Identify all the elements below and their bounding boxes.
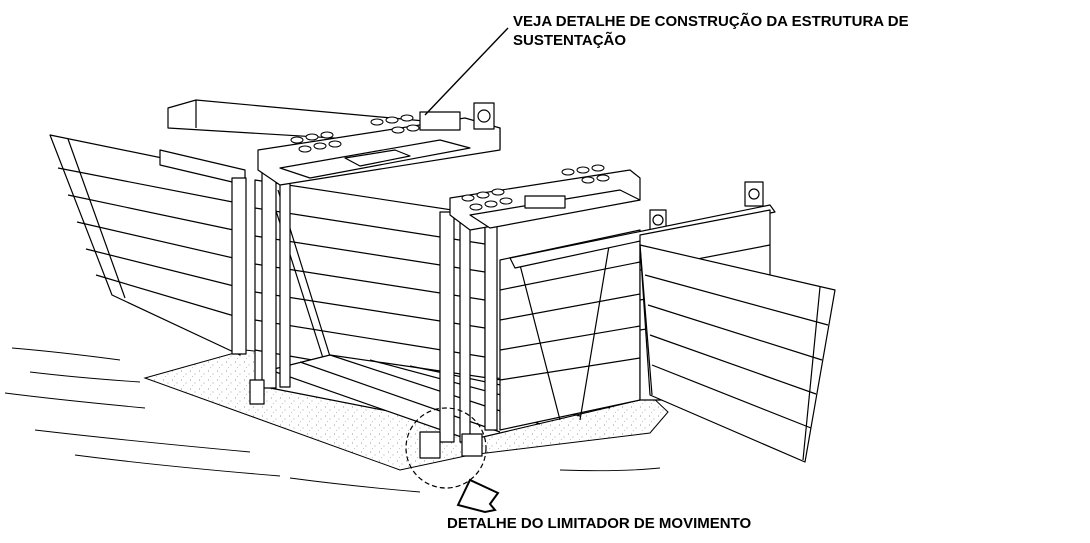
structure-detail-line1: VEJA DETALHE DE CONSTRUÇÃO DA ESTRUTURA …	[513, 13, 909, 30]
limiter-detail-circle	[405, 407, 487, 489]
left-top-deck	[257, 102, 501, 186]
left-bolts	[290, 114, 420, 153]
middle-frame-posts	[419, 204, 498, 459]
structure-detail-line2: SUSTENTAÇÃO	[513, 32, 627, 49]
ground-lines	[4, 347, 661, 493]
right-bolts	[461, 164, 610, 211]
motion-limiter-text: DETALHE DO LIMITADOR DE MOVIMENTO	[447, 515, 752, 532]
left-gate	[49, 134, 246, 356]
right-side-wall	[499, 229, 641, 431]
detail-arrow-icon	[456, 478, 500, 514]
right-top-deck	[449, 169, 667, 233]
right-gate	[639, 244, 836, 463]
motion-limiter-callout: DETALHE DO LIMITADOR DE MOVIMENTO	[447, 514, 751, 533]
left-frame-posts	[231, 164, 291, 405]
structure-detail-callout: VEJA DETALHE DE CONSTRUÇÃO DA ESTRUTURA …	[513, 12, 909, 50]
structure-leader-line	[424, 27, 509, 116]
